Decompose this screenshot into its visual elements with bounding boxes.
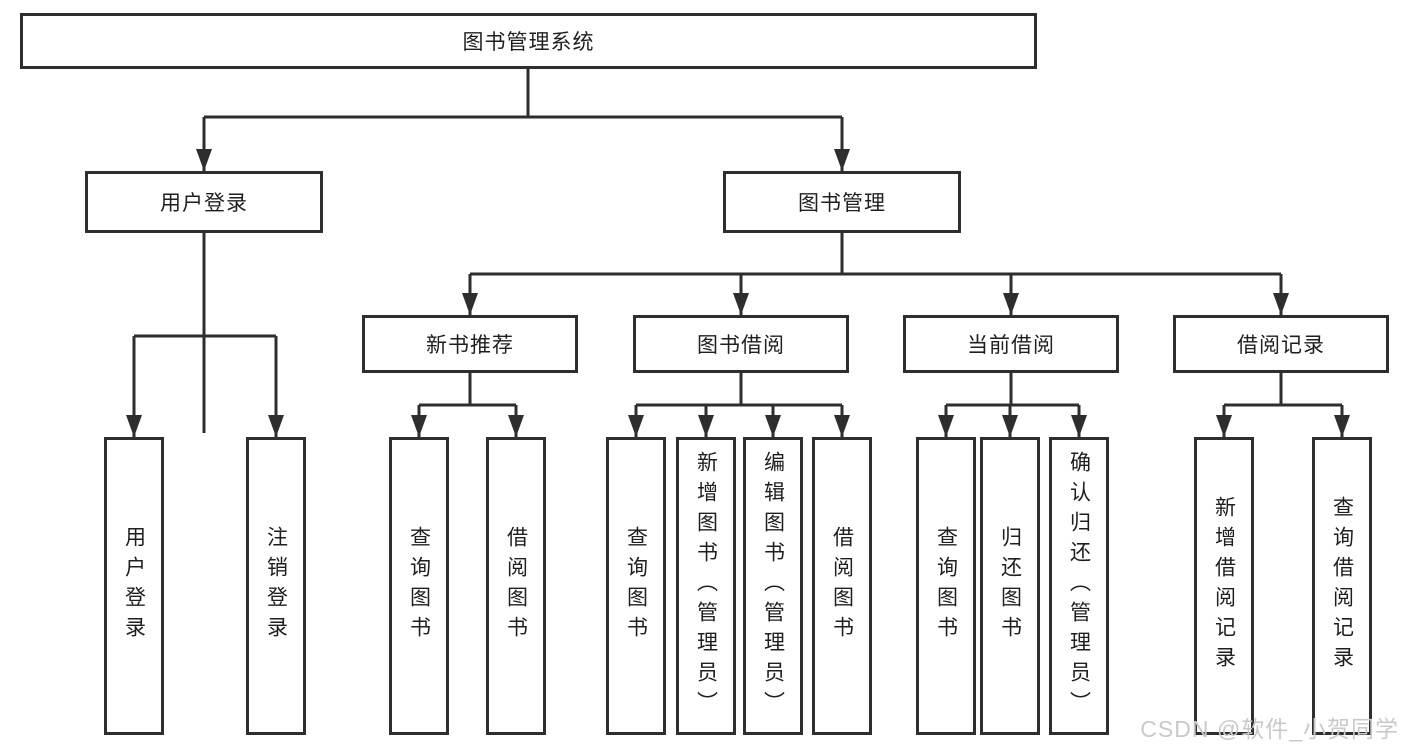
- leaf-borrow-add-books-admin: 新增图书（管理员）: [676, 437, 736, 735]
- connector-current-to-leaves: [938, 373, 1087, 437]
- connector-borrow-to-leaves: [628, 373, 850, 437]
- node-root-system: 图书管理系统: [20, 13, 1037, 69]
- node-current-borrowing: 当前借阅: [903, 315, 1119, 373]
- leaf-borrow-edit-books-admin: 编辑图书（管理员）: [743, 437, 803, 735]
- csdn-watermark: CSDN @软件_小贺同学: [1140, 716, 1399, 742]
- connector-root-to-level2: [196, 69, 850, 433]
- leaf-recommend-query-books: 查询图书: [389, 437, 449, 735]
- connector-newbook-to-leaves: [411, 373, 524, 437]
- leaf-borrow-query-books: 查询图书: [606, 437, 666, 735]
- leaf-recommend-borrow-books: 借阅图书: [486, 437, 546, 735]
- connector-records-to-leaves: [1216, 373, 1350, 437]
- node-borrowing-records: 借阅记录: [1173, 315, 1389, 373]
- leaf-user-login: 用户登录: [104, 437, 164, 735]
- node-book-management: 图书管理: [723, 171, 961, 233]
- node-user-login: 用户登录: [85, 171, 323, 233]
- node-new-book-recommendation: 新书推荐: [362, 315, 578, 373]
- leaf-borrow-borrow-books: 借阅图书: [812, 437, 872, 735]
- connector-userlogin-to-leaves: [126, 233, 284, 437]
- leaf-records-query-record: 查询借阅记录: [1312, 437, 1372, 735]
- connector-bookmgmt-to-level3: [462, 233, 1289, 315]
- leaf-current-query-books: 查询图书: [916, 437, 976, 735]
- leaf-current-return-books: 归还图书: [980, 437, 1040, 735]
- leaf-current-confirm-return-admin: 确认归还（管理员）: [1049, 437, 1109, 735]
- leaf-records-add-record: 新增借阅记录: [1194, 437, 1254, 735]
- leaf-logout: 注销登录: [246, 437, 306, 735]
- node-book-borrowing: 图书借阅: [633, 315, 849, 373]
